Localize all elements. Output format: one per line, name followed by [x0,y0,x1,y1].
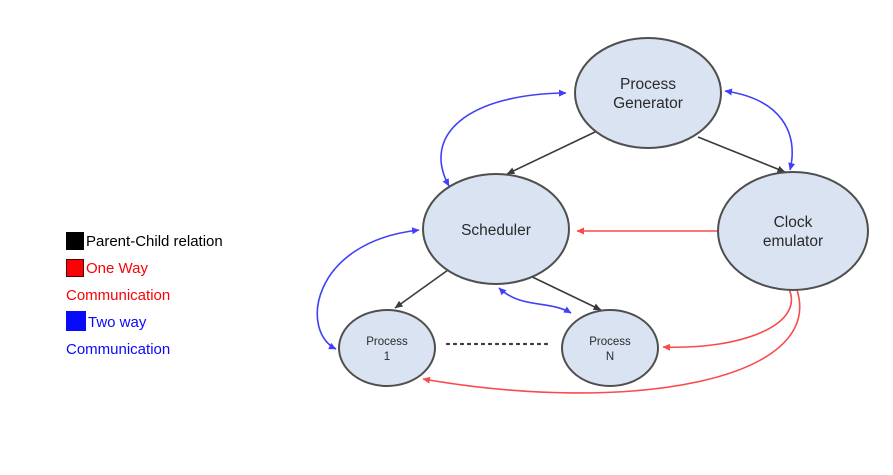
legend-item-one-way: One Way Communication [66,255,281,309]
node-clock-emulator-label2: emulator [763,233,823,250]
legend-item-two-way: Two way Communication [66,309,281,363]
edge-generator-to-clock-parent [697,136,786,173]
edge-generator-to-scheduler-parent [506,131,596,175]
black-square-swatch [66,232,84,250]
edge-scheduler-to-processn-parent [523,272,602,311]
node-process-generator: Process Generator [574,37,722,149]
edge-clock-to-process1-oneway [422,289,801,394]
edge-scheduler-process1-twoway [316,227,420,350]
edge-generator-clock-twoway [724,88,796,171]
node-process-1-label2: 1 [384,351,390,363]
legend-one-way-label: One Way Communication [66,260,171,304]
node-clock-emulator-label: Clock [774,214,813,231]
legend-parent-child-label: Parent-Child relation [86,233,223,250]
node-process-generator-label2: Generator [613,95,683,112]
legend-two-way-label: Two way Communication [66,314,171,358]
edge-scheduler-to-process1-parent [394,269,449,309]
blue-square-swatch [66,311,86,331]
node-process-1-label: Process [366,336,408,348]
node-process-n: Process N [561,309,659,387]
legend: Parent-Child relation One Way Communicat… [66,228,281,363]
legend-item-parent-child: Parent-Child relation [66,228,281,255]
edge-scheduler-processn-twoway [498,287,572,314]
node-process-n-label2: N [606,351,614,363]
node-scheduler-label: Scheduler [461,222,531,239]
node-clock-emulator: Clock emulator [717,171,869,291]
edge-scheduler-generator-twoway [440,89,567,187]
node-process-generator-label: Process [620,76,676,93]
node-scheduler: Scheduler [422,173,570,285]
node-process-n-label: Process [589,336,631,348]
red-square-swatch [66,259,84,277]
edge-clock-to-processn-oneway [662,288,793,351]
node-process-1: Process 1 [338,309,436,387]
